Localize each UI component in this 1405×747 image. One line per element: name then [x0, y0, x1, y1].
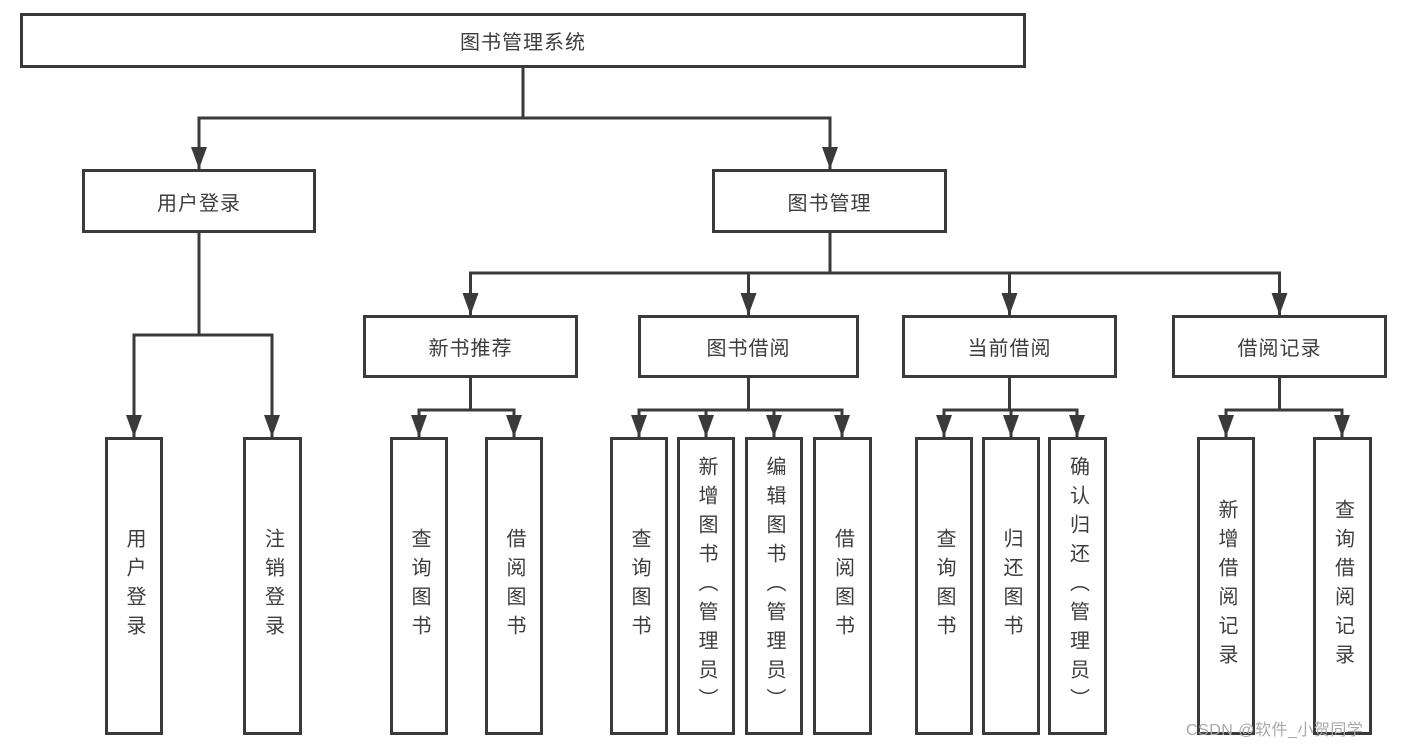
- node-label: 查询图书: [628, 528, 650, 644]
- node-label: 图书管理: [787, 192, 872, 215]
- node-new-book-recommend: 新书推荐: [363, 315, 578, 378]
- leaf-borrowing-borrow-books: 借阅图书: [813, 437, 872, 735]
- leaf-records-query-record: 查询借阅记录: [1313, 437, 1372, 735]
- leaf-records-add-record: 新增借阅记录: [1197, 437, 1255, 735]
- node-label: 新增借阅记录: [1215, 499, 1237, 673]
- leaf-current-return-books: 归还图书: [982, 437, 1040, 735]
- leaf-borrowing-query-books: 查询图书: [610, 437, 668, 735]
- leaf-user-login: 用户登录: [105, 437, 163, 735]
- node-library-management-system: 图书管理系统: [20, 13, 1026, 68]
- node-label: 新增图书（管理员）: [695, 455, 717, 717]
- leaf-borrowing-edit-books-admin: 编辑图书（管理员）: [745, 437, 803, 735]
- node-label: 用户登录: [157, 192, 241, 215]
- leaf-current-query-books: 查询图书: [915, 437, 973, 735]
- leaf-borrowing-add-books-admin: 新增图书（管理员）: [677, 437, 735, 735]
- node-label: 图书管理系统: [460, 32, 586, 54]
- node-label: 新书推荐: [428, 338, 513, 360]
- node-book-borrowing: 图书借阅: [638, 315, 859, 378]
- node-label: 查询图书: [933, 528, 955, 644]
- node-label: 注销登录: [261, 528, 284, 644]
- node-label: 归还图书: [1000, 528, 1022, 644]
- node-label: 查询借阅记录: [1331, 499, 1354, 673]
- leaf-recommend-query-books: 查询图书: [390, 437, 448, 735]
- node-label: 借阅图书: [831, 528, 854, 644]
- node-label: 当前借阅: [967, 338, 1052, 360]
- leaf-recommend-borrow-books: 借阅图书: [485, 437, 543, 735]
- csdn-watermark: CSDN @软件_小贺同学: [1186, 722, 1364, 739]
- node-label: 图书借阅: [706, 338, 791, 360]
- node-label: 借阅图书: [503, 528, 525, 644]
- node-borrow-records: 借阅记录: [1172, 315, 1387, 378]
- node-current-borrowing: 当前借阅: [902, 315, 1117, 378]
- node-label: 用户登录: [123, 528, 145, 644]
- node-user-login: 用户登录: [82, 169, 316, 233]
- leaf-logout: 注销登录: [243, 437, 302, 735]
- leaf-current-confirm-return-admin: 确认归还（管理员）: [1048, 437, 1107, 735]
- node-book-management: 图书管理: [712, 169, 947, 233]
- node-label: 查询图书: [408, 528, 430, 644]
- node-label: 借阅记录: [1237, 338, 1322, 360]
- node-label: 编辑图书（管理员）: [763, 455, 785, 717]
- node-label: 确认归还（管理员）: [1066, 455, 1089, 717]
